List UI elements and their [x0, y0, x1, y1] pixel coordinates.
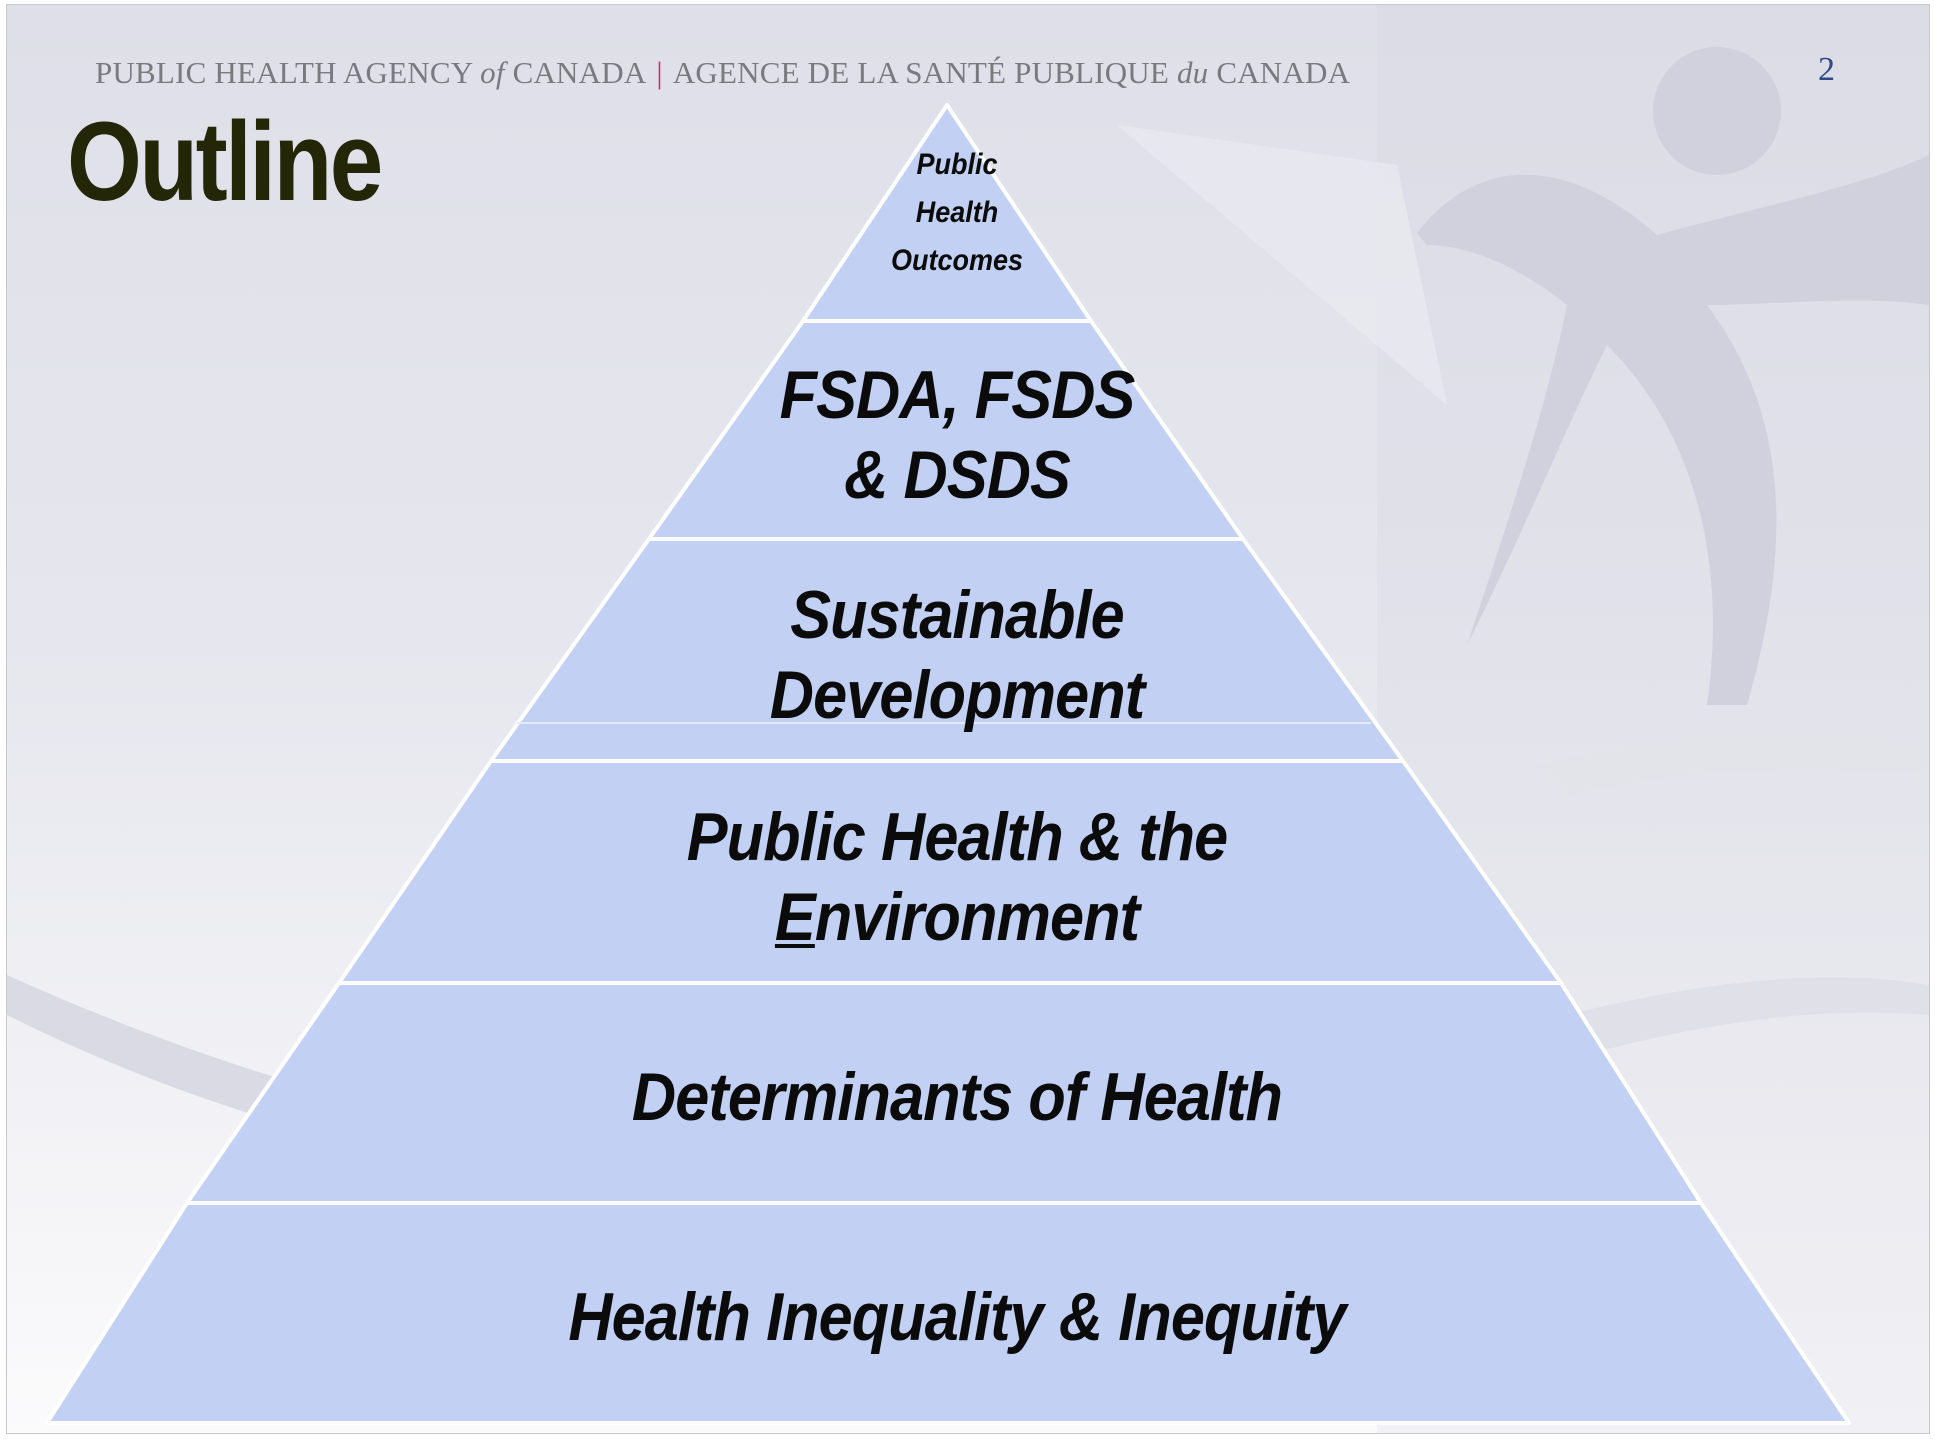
tier-4-line-1: Public Health & the — [686, 799, 1228, 875]
tier-1-line-1: Public — [916, 148, 998, 181]
slide: PUBLIC HEALTH AGENCY of CANADA | AGENCE DE… — [6, 4, 1930, 1434]
agency-header: PUBLIC HEALTH AGENCY of CANADA | AGENCE DE… — [95, 55, 1350, 99]
pyramid-tier-6 — [45, 1201, 1851, 1425]
agency-name-en-of: of — [480, 55, 505, 90]
agency-name-en-part1: PUBLIC HEALTH AGENCY — [95, 55, 481, 90]
tier-2-line-1: FSDA, FSDS — [779, 357, 1136, 433]
tier-label-public-health-environment: Public Health & the Environment — [7, 797, 1907, 957]
tier-label-health-inequality: Health Inequality & Inequity — [7, 1277, 1907, 1357]
tier-label-fsda: FSDA, FSDS & DSDS — [7, 355, 1907, 515]
tier-label-sustainable-development: Sustainable Development — [7, 575, 1907, 735]
tier-3-line-1: Sustainable — [790, 577, 1125, 653]
page-number: 2 — [1818, 51, 1835, 88]
tier-label-public-health-outcomes: Public Health Outcomes — [7, 141, 1907, 285]
agency-name-fr-part2: CANADA — [1208, 55, 1351, 90]
agency-name-fr-du: du — [1176, 55, 1209, 90]
agency-name-en-part2: CANADA — [504, 55, 647, 90]
tier-6-line-1: Health Inequality & Inequity — [568, 1279, 1346, 1355]
header-separator: | — [656, 55, 663, 90]
agency-name-fr-part1: AGENCE DE LA SANTÉ PUBLIQUE — [672, 55, 1177, 90]
tier-1-line-2: Health — [915, 196, 999, 229]
tier-4-line-2: Environment — [102, 877, 1812, 957]
tier-4-underlined-letter: E — [774, 879, 816, 955]
tier-1-line-3: Outcomes — [890, 244, 1024, 277]
pyramid-diagram — [45, 103, 1851, 1425]
tier-4-line-2-rest: nvironment — [814, 879, 1140, 955]
slide-title: Outline — [67, 99, 383, 224]
tier-5-line-1: Determinants of Health — [631, 1059, 1283, 1135]
tier-2-line-2: & DSDS — [844, 437, 1071, 513]
tier-3-line-2: Development — [769, 657, 1145, 733]
tier-label-determinants-of-health: Determinants of Health — [7, 1057, 1907, 1137]
